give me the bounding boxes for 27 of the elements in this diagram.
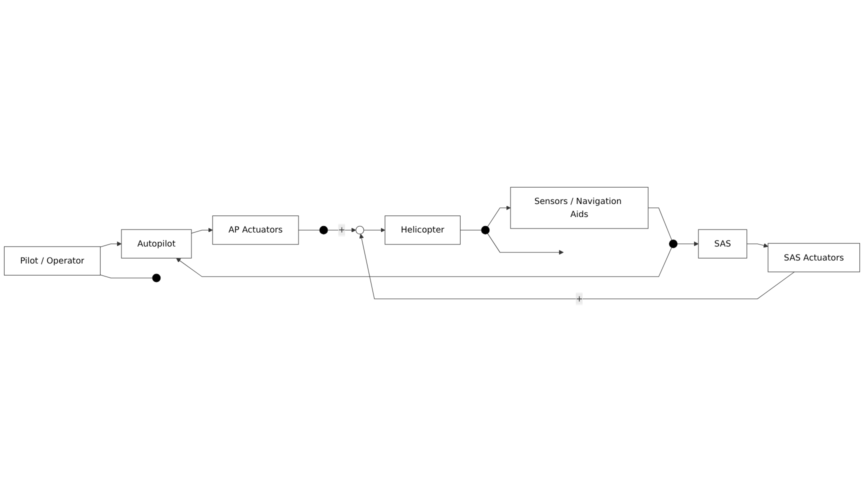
- node-box: Autopilot: [121, 230, 192, 259]
- arrow: [487, 206, 511, 228]
- connector: [298, 230, 320, 231]
- arrow: [487, 233, 564, 255]
- edge-label: +: [338, 225, 346, 236]
- arrow: [359, 234, 795, 300]
- arrow: [676, 242, 699, 246]
- arrow: [364, 228, 386, 233]
- node-box: Sensors / Navigation Aids: [510, 187, 648, 230]
- node-circle: [356, 226, 364, 235]
- node-box: AP Actuators: [212, 216, 299, 245]
- connector: [100, 274, 153, 278]
- node-box: SAS Actuators: [768, 243, 860, 272]
- node-box: Pilot / Operator: [4, 246, 101, 276]
- arrow: [176, 247, 672, 278]
- node-circle: [481, 226, 490, 235]
- node-circle: [669, 240, 678, 248]
- edge-label: +: [576, 294, 583, 304]
- node-circle: [152, 274, 161, 282]
- connector: [648, 208, 672, 241]
- arrow: [746, 243, 768, 248]
- connector: [460, 230, 482, 231]
- node-box: Helicopter: [384, 216, 461, 245]
- node-box: SAS: [698, 230, 748, 259]
- node-circle: [319, 226, 328, 235]
- arrow: [191, 228, 213, 234]
- arrow: [100, 242, 122, 248]
